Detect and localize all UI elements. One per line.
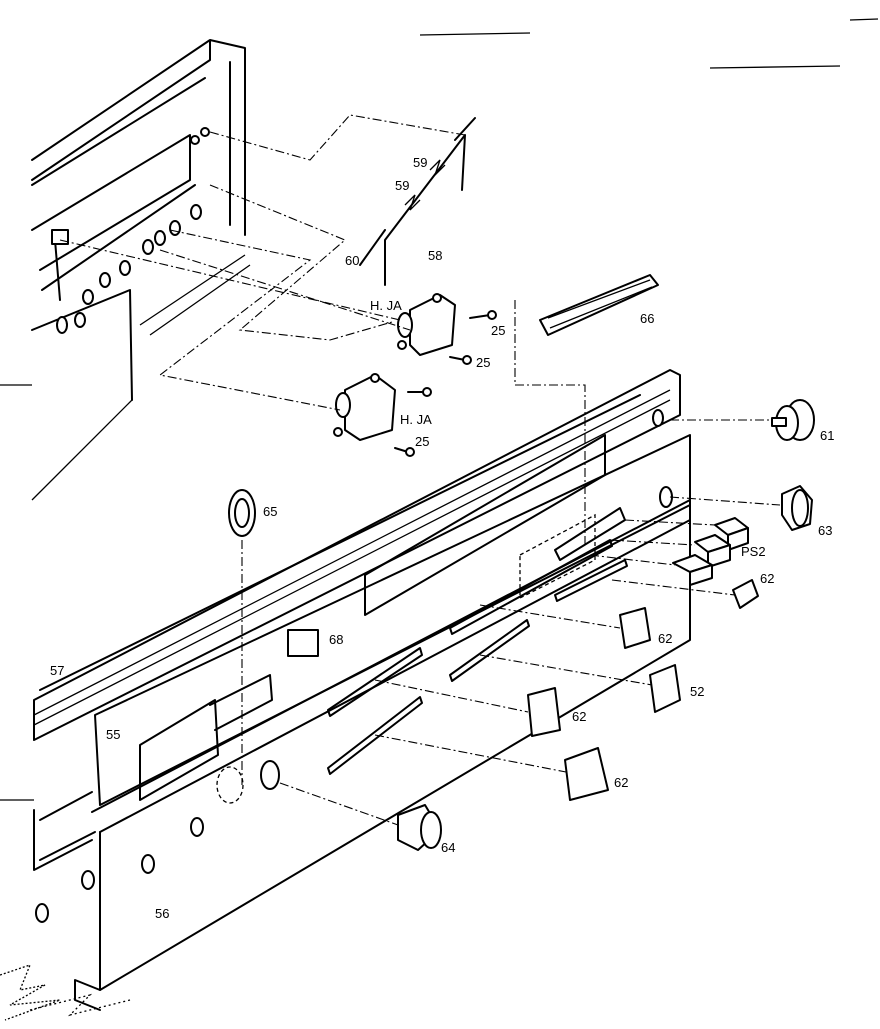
label-62-b: 62 [658, 631, 672, 646]
button-52 [649, 664, 681, 713]
jack-assembly-upper [397, 293, 456, 356]
label-62-d: 62 [614, 775, 628, 790]
front-rail-57 [33, 369, 681, 741]
label-57: 57 [50, 663, 64, 678]
front-panel-55 [94, 434, 691, 806]
part-66 [539, 274, 659, 336]
knob-64 [397, 804, 442, 851]
scan-artifact-lines [0, 18, 879, 801]
buttons-62 [527, 579, 759, 801]
screws-25 [394, 310, 497, 457]
jack-assembly-lower [333, 373, 396, 441]
knob-61 [771, 399, 815, 441]
ps2-buttons [672, 517, 749, 586]
label-25-b: 25 [476, 355, 490, 370]
label-65: 65 [263, 504, 277, 519]
label-56: 56 [155, 906, 169, 921]
bracket-58 [359, 117, 476, 286]
label-66: 66 [640, 311, 654, 326]
label-63: 63 [818, 523, 832, 538]
label-55: 55 [106, 727, 120, 742]
rear-chassis [31, 39, 251, 501]
leader-lines [59, 114, 781, 826]
label-59-b: 59 [395, 178, 409, 193]
label-hja-lower: H. JA [400, 412, 432, 427]
grommet-65 [228, 489, 256, 537]
label-59-a: 59 [413, 155, 427, 170]
label-61: 61 [820, 428, 834, 443]
label-60: 60 [345, 253, 359, 268]
label-68: 68 [329, 632, 343, 647]
label-64: 64 [441, 840, 455, 855]
label-62-c: 62 [572, 709, 586, 724]
label-62-a: 62 [760, 571, 774, 586]
part-labels: 25 25 25 55 56 57 58 59 59 60 61 62 62 6… [50, 155, 834, 921]
scan-noise [0, 963, 131, 1021]
label-25-a: 25 [491, 323, 505, 338]
knob-63 [781, 485, 813, 531]
label-58: 58 [428, 248, 442, 263]
label-52: 52 [690, 684, 704, 699]
label-hja-upper: H. JA [370, 298, 402, 313]
label-25-c: 25 [415, 434, 429, 449]
label-ps2: PS2 [741, 544, 766, 559]
